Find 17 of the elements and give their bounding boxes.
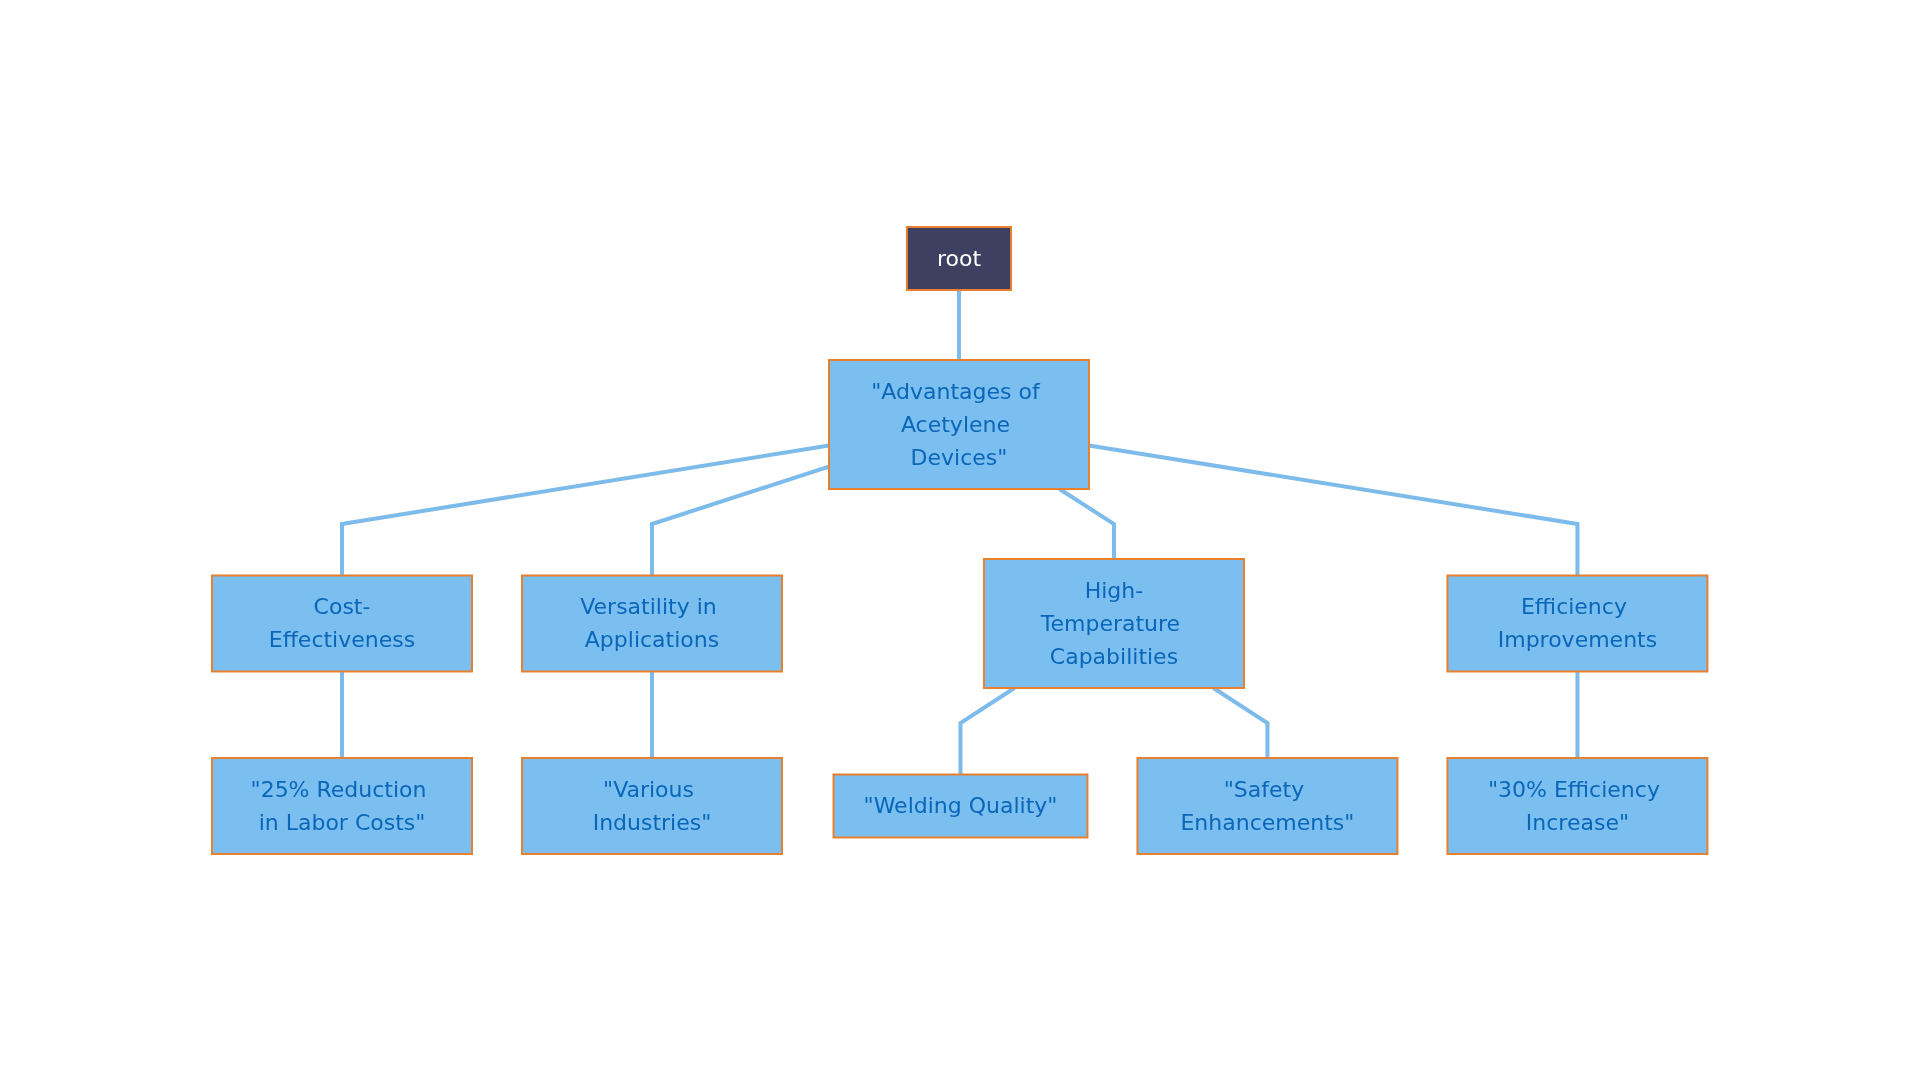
node-box: "Safety Enhancements" [1136, 756, 1399, 855]
node-box: High-Temperature Capabilities [983, 557, 1246, 689]
node-box: root [906, 225, 1013, 291]
node-box: Efficiency Improvements [1446, 574, 1709, 672]
connector [650, 464, 830, 575]
node-box: "25% Reduction in Labor Costs" [211, 756, 474, 855]
node-box: Cost-Effectiveness [211, 574, 474, 672]
connector [650, 671, 655, 758]
node-box: "Welding Quality" [832, 773, 1089, 838]
connector [340, 443, 830, 575]
node-box: "30% Efficiency Increase" [1446, 756, 1709, 855]
connector [1575, 671, 1580, 758]
connector [957, 289, 962, 360]
node-box: "Various Industries" [521, 756, 784, 855]
node-box: "Advantages of Acetylene Devices" [828, 358, 1091, 490]
connector [340, 671, 345, 758]
node-box: Versatility in Applications [521, 574, 784, 672]
